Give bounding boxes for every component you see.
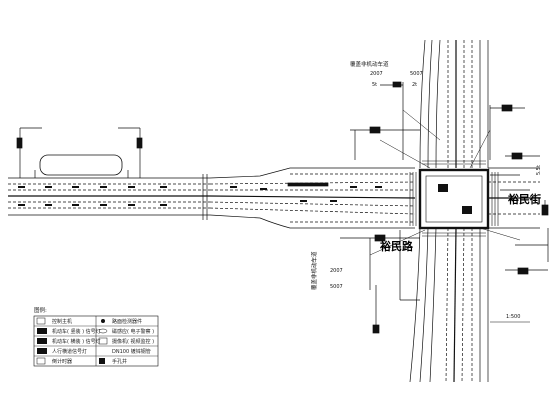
legend-title: 图例: xyxy=(34,306,47,314)
legend-left-0: 控制主机 xyxy=(52,318,72,325)
legend-right-0: 路面检测器件 xyxy=(112,318,142,325)
intersection-box xyxy=(409,160,499,237)
top-coverage-label: 覆盖非机动车道 xyxy=(350,60,389,68)
legend-left-2: 机动车( 横装 ) 信号灯 xyxy=(52,338,101,345)
legend: 图例: 控制主机 机动车( 竖装 ) 信号灯 机动车( 横装 ) 信号灯 人行横… xyxy=(33,306,159,367)
signal-poles xyxy=(340,81,549,334)
left-signal-poles xyxy=(16,127,143,178)
legend-right-2: 摄像机( 视频监控 ) xyxy=(112,338,154,345)
street-name-horizontal: 裕民路 xyxy=(379,239,414,253)
cables xyxy=(369,109,521,256)
lane-marks xyxy=(18,186,382,206)
bottom-dim-right: 5007 xyxy=(330,284,343,290)
legend-right-3: DN100 镀锌钢管 xyxy=(112,348,151,355)
legend-left-4: 倒计时器 xyxy=(52,358,72,365)
top-dim-right: 5007 xyxy=(410,71,423,77)
legend-left-1: 机动车( 竖装 ) 信号灯 xyxy=(52,328,101,335)
bottom-coverage-label: 覆盖非机动车道 xyxy=(310,251,318,290)
median-island xyxy=(39,154,123,176)
west-road xyxy=(8,167,416,229)
east-road xyxy=(488,167,540,229)
top-dim-left: 2007 xyxy=(370,71,383,77)
right-dim: 5.5t xyxy=(536,165,542,175)
street-name-vertical: 裕民街 xyxy=(507,192,541,206)
legend-left-3: 人行横道信号灯 xyxy=(52,348,87,355)
ns-road xyxy=(409,39,489,383)
legend-right-1: 磁感应( 电子警察 ) xyxy=(112,328,154,335)
bottom-dim-left: 2007 xyxy=(330,268,343,274)
top-dim-left-sub: 5t xyxy=(372,82,377,88)
top-dim-right-sub: 2t xyxy=(412,82,417,88)
scale-note: 1:500 xyxy=(506,314,520,320)
legend-right-4: 手孔井 xyxy=(112,358,127,365)
